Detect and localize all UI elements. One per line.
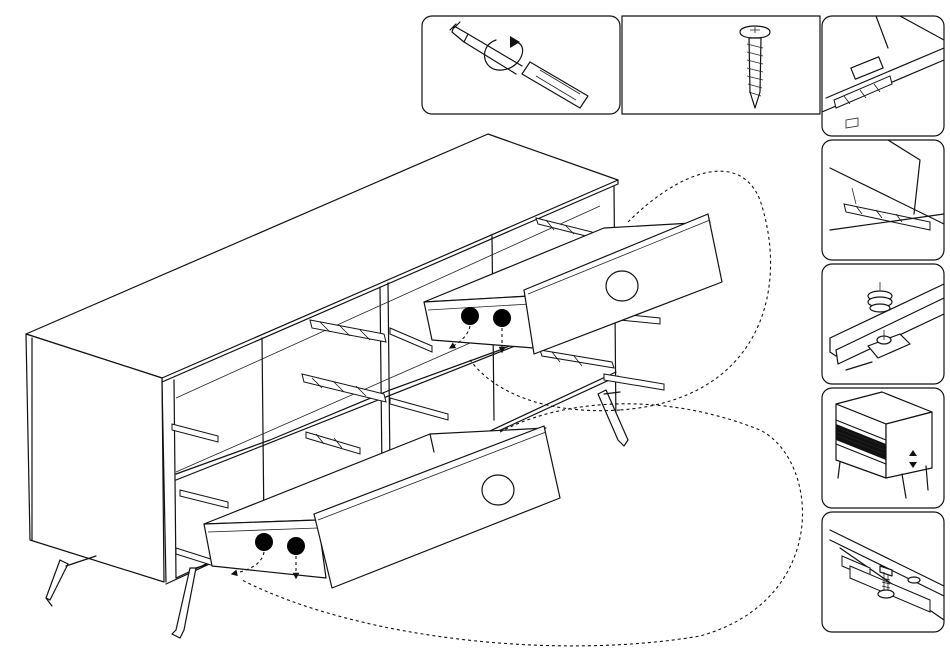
drawer-upper-handle-hole: [606, 271, 638, 301]
cabinet-leg-front: [172, 560, 222, 638]
rail-bolt-detail: [822, 512, 944, 632]
drawer-upper-screw-point-2: [493, 309, 511, 327]
rail-front-detail: [822, 140, 944, 260]
cabinet-leg-left: [46, 556, 96, 606]
rail-lower-left: [306, 432, 360, 454]
cabinet-leg-right: [598, 390, 628, 446]
rotate-arrow-icon: [485, 36, 523, 70]
cabinet-drawer-detail: [822, 388, 944, 508]
screw-icon: [740, 26, 770, 108]
screwdriver-icon: [450, 22, 588, 108]
rail-latch-detail: [822, 16, 944, 136]
screwdriver-panel: [422, 16, 620, 114]
drawer-lower-handle-hole: [482, 475, 514, 505]
drawer-lower-screw-point-2: [287, 537, 305, 555]
screw-panel: [622, 16, 820, 114]
drawer-upper-screw-point-1: [461, 307, 479, 325]
rail-upper-left: [310, 320, 432, 352]
rail-screw-detail: [822, 264, 944, 384]
drawer-upper-side: [424, 296, 534, 348]
drawer-lower-screw-point-1: [255, 533, 273, 551]
